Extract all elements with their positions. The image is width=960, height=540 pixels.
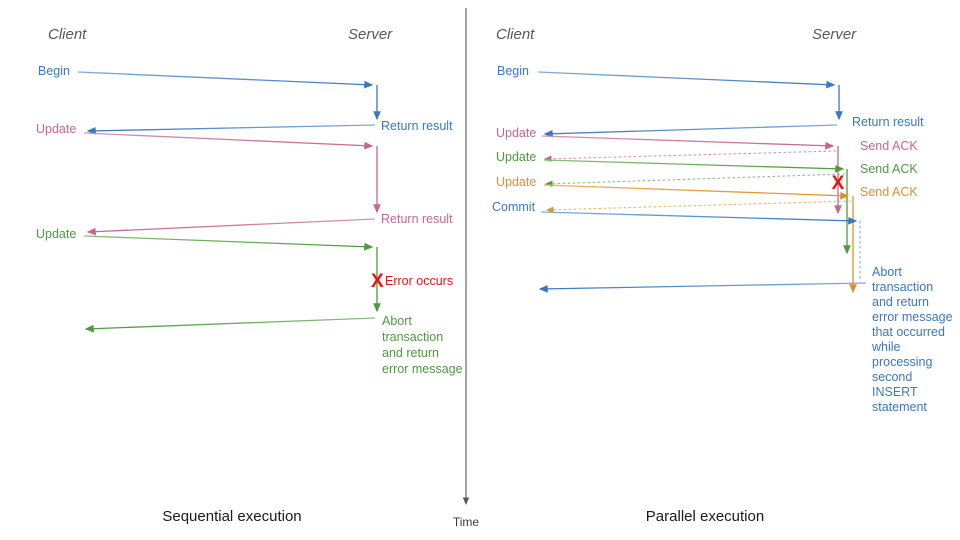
note-line: INSERT [872, 385, 918, 399]
message-label-update-1: Update [496, 126, 536, 140]
panel-sequential: Client Server Begin Return result Update [36, 26, 463, 525]
arrow-begin-request [77, 71, 374, 89]
note-line: second [872, 370, 912, 384]
arrow-begin-request [537, 71, 836, 89]
arrow-abort-green [84, 317, 376, 333]
note-line: transaction [382, 330, 443, 344]
lane-title-server: Server [348, 26, 393, 43]
message-label-commit: Commit [492, 200, 536, 214]
message-update-green: Update Send ACK [496, 150, 918, 188]
note-line: processing [872, 355, 932, 369]
message-label-begin: Begin [497, 64, 529, 78]
lane-title-client: Client [48, 26, 87, 43]
arrow-ack-green [544, 173, 846, 188]
arrow-update-green-request [83, 235, 374, 251]
message-label-update-2: Update [36, 227, 76, 241]
note-line: Abort [872, 265, 902, 279]
message-update-green: Update [36, 227, 374, 251]
arrow-update-pink-request [541, 135, 835, 150]
lane-title-server: Server [812, 26, 857, 43]
error-x-icon: X [832, 173, 845, 194]
server-label-return-result-1: Return result [381, 119, 453, 133]
note-line: statement [872, 400, 927, 414]
arrow-return-result-blue [86, 124, 376, 135]
message-label-update-2: Update [496, 150, 536, 164]
arrow-ack-pink [543, 150, 837, 163]
message-begin: Begin [38, 64, 374, 89]
arrow-commit-request [540, 211, 858, 225]
panel-caption-sequential: Sequential execution [162, 508, 301, 525]
message-label-update-1: Update [36, 122, 76, 136]
server-label-send-ack-2: Send ACK [860, 162, 918, 176]
message-update-orange: Update Send ACK [496, 175, 918, 214]
arrow-ack-orange [545, 200, 852, 214]
message-return-result-blue: Return result [86, 119, 453, 135]
server-label-send-ack-3: Send ACK [860, 185, 918, 199]
message-return-result: Return result [543, 115, 924, 138]
message-update-pink: Update Send ACK [496, 126, 918, 163]
note-line: while [871, 340, 901, 354]
server-label-send-ack-1: Send ACK [860, 139, 918, 153]
error-marker-parallel: X [832, 173, 845, 194]
note-line: and return [872, 295, 929, 309]
note-abort-sequential: Abort transaction and return error messa… [382, 314, 463, 376]
note-line: transaction [872, 280, 933, 294]
message-update-pink: Update [36, 122, 374, 150]
panel-caption-parallel: Parallel execution [646, 508, 764, 525]
note-line: and return [382, 346, 439, 360]
arrow-update-green-request [543, 159, 845, 173]
message-begin: Begin [497, 64, 836, 89]
note-line: error message [872, 310, 953, 324]
note-abort-parallel: Abort transaction and return error messa… [871, 265, 953, 414]
message-return-result-pink: Return result [86, 212, 453, 236]
lane-title-client: Client [496, 26, 535, 43]
message-label-begin: Begin [38, 64, 70, 78]
message-commit: Commit [492, 200, 858, 225]
time-axis-label: Time [453, 515, 480, 529]
arrow-abort-return [538, 282, 867, 293]
panel-parallel: Client Server Begin Return result Update… [492, 26, 953, 525]
arrow-return-result [543, 124, 838, 138]
note-line: that occurred [872, 325, 945, 339]
arrow-update-pink-request [83, 132, 374, 150]
note-line: Abort [382, 314, 412, 328]
error-x-icon: X [371, 271, 384, 292]
error-label: Error occurs [385, 274, 453, 288]
server-label-return-result: Return result [852, 115, 924, 129]
message-label-update-3: Update [496, 175, 536, 189]
server-label-return-result-2: Return result [381, 212, 453, 226]
error-marker-sequential: X Error occurs [371, 271, 453, 292]
time-axis: Time [453, 8, 480, 529]
arrow-return-result-pink [86, 218, 376, 236]
arrow-update-orange-request [543, 184, 850, 200]
note-line: error message [382, 362, 463, 376]
